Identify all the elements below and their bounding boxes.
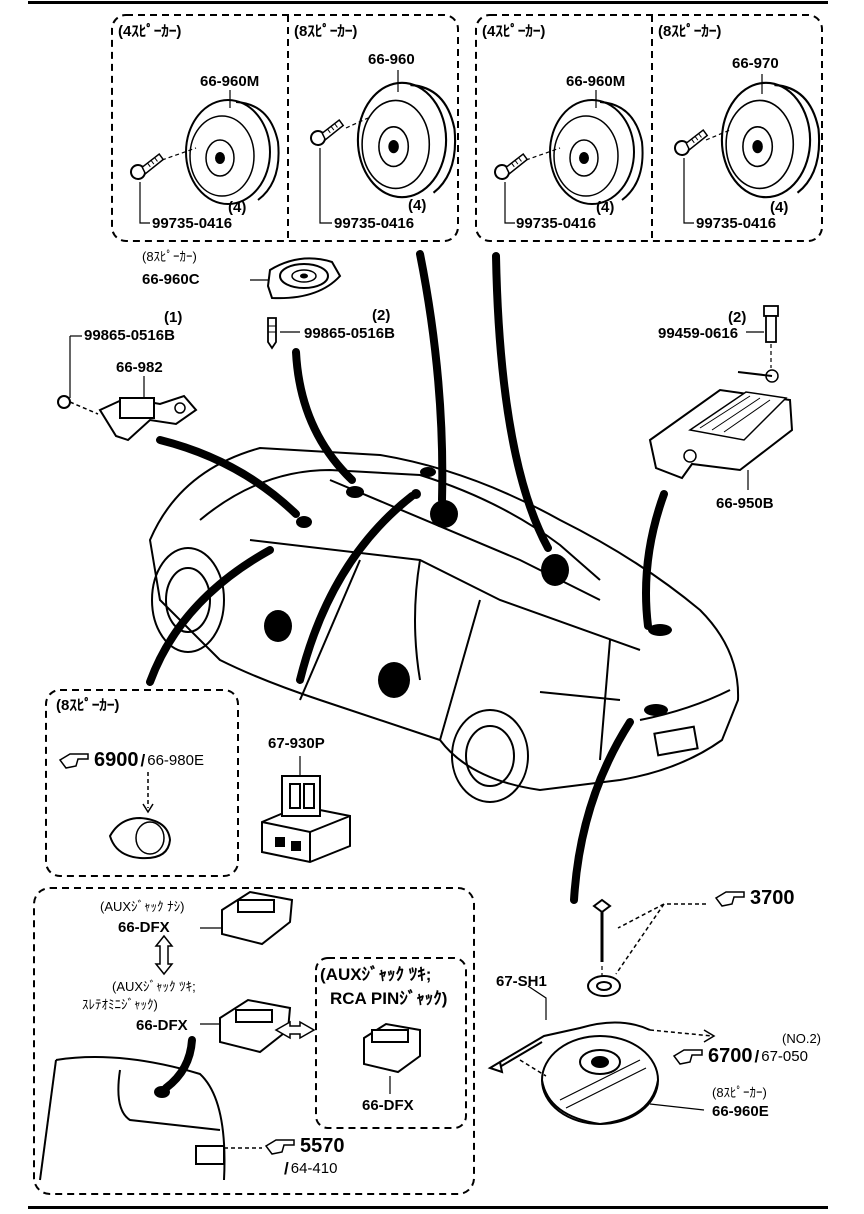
speaker-66-960 bbox=[356, 81, 457, 199]
group-label-8sp: (8ｽﾋﾟｰｶｰ) bbox=[712, 1085, 767, 1100]
ref-sep: / bbox=[284, 1159, 289, 1178]
part-number: 66-960E bbox=[712, 1103, 769, 1120]
ref-sub: 66-980E bbox=[147, 751, 204, 769]
part-number: 67-930P bbox=[268, 735, 325, 752]
part-number: 66-DFX bbox=[362, 1097, 414, 1114]
screw-icon bbox=[491, 152, 531, 182]
group-label-aux-rca: (AUXｼﾞｬｯｸ ﾂｷ; bbox=[320, 965, 432, 984]
quantity: (2) bbox=[372, 307, 391, 324]
group-label-aux-tsuki: (AUXｼﾞｬｯｸ ﾂｷ; bbox=[112, 979, 196, 994]
part-number: 99735-0416 bbox=[516, 215, 597, 232]
group-box-aux bbox=[33, 887, 475, 1195]
console-outline bbox=[39, 1056, 262, 1181]
group-label-4sp: (4ｽﾋﾟｰｶｰ) bbox=[482, 23, 546, 40]
quantity: (2) bbox=[728, 309, 747, 326]
bolt-icon bbox=[267, 317, 300, 350]
connector-67-930P bbox=[261, 756, 351, 864]
ref-sep: / bbox=[754, 1046, 760, 1066]
quantity: (4) bbox=[596, 199, 615, 216]
screw-icon bbox=[671, 128, 711, 158]
module-66-982 bbox=[57, 335, 198, 442]
top-rule bbox=[28, 1, 828, 4]
speaker-66-960M-right bbox=[549, 99, 644, 205]
tweeter-66-960C bbox=[250, 257, 342, 300]
part-number: 99865-0516B bbox=[304, 325, 395, 342]
group-box-top-left bbox=[111, 14, 459, 242]
quantity: (1) bbox=[164, 309, 183, 326]
group-label-4sp: (4ｽﾋﾟｰｶｰ) bbox=[118, 23, 182, 40]
part-number: 67-SH1 bbox=[496, 973, 547, 990]
ref-6900: 6900 / 66-980E bbox=[94, 750, 204, 770]
screw-icon bbox=[307, 118, 347, 148]
part-number: 66-960M bbox=[566, 73, 626, 90]
ref-5570: 5570 bbox=[300, 1136, 345, 1156]
sub-note: (NO.2) bbox=[782, 1031, 821, 1046]
group-box-top-right bbox=[475, 14, 823, 242]
bolt-icon bbox=[746, 305, 779, 368]
bolt-icon bbox=[592, 898, 612, 990]
subwoofer-66-960E bbox=[541, 1035, 705, 1126]
ref-sub: 67-050 bbox=[761, 1047, 808, 1065]
group-box-door-8sp bbox=[45, 689, 239, 877]
group-label-aux-rca: RCA PINｼﾞｬｯｸ) bbox=[330, 989, 448, 1008]
part-number: 66-960M bbox=[200, 73, 260, 90]
screw-icon bbox=[127, 152, 167, 182]
aux-jack-rca bbox=[363, 1022, 421, 1094]
pointing-hand-icon bbox=[58, 753, 89, 769]
quantity: (4) bbox=[408, 197, 427, 214]
ref-5570-sub: / 64-410 bbox=[282, 1160, 337, 1177]
part-number: 66-982 bbox=[116, 359, 163, 376]
double-arrow-icon bbox=[274, 1020, 316, 1040]
part-number: 66-DFX bbox=[136, 1017, 188, 1034]
quantity: (4) bbox=[770, 199, 789, 216]
part-number: 66-970 bbox=[732, 55, 779, 72]
group-label-8sp: (8ｽﾋﾟｰｶｰ) bbox=[658, 23, 722, 40]
group-label-aux-nashi: (AUXｼﾞｬｯｸ ﾅｼ) bbox=[100, 899, 185, 914]
group-label-8sp: (8ｽﾋﾟｰｶｰ) bbox=[56, 697, 120, 714]
leader-lines-top bbox=[139, 70, 763, 224]
speaker-66-960M-left bbox=[185, 99, 280, 205]
ref-sub: 64-410 bbox=[290, 1160, 338, 1177]
part-number: 66-DFX bbox=[118, 919, 170, 936]
part-number: 99735-0416 bbox=[696, 215, 777, 232]
pointing-hand-icon bbox=[264, 1139, 295, 1155]
speaker-66-970 bbox=[720, 81, 821, 199]
aux-jack-nashi bbox=[200, 890, 294, 946]
bottom-rule bbox=[28, 1206, 828, 1209]
part-number: 66-960C bbox=[142, 271, 200, 288]
part-number: 99459-0616 bbox=[658, 325, 739, 342]
ref-6700: 6700 / 67-050 bbox=[708, 1046, 808, 1066]
ref-main: 6900 bbox=[94, 749, 139, 771]
pointing-hand-icon bbox=[714, 891, 745, 907]
ref-main: 6700 bbox=[708, 1045, 753, 1067]
part-number: 66-960 bbox=[368, 51, 415, 68]
amplifier-66-950B bbox=[648, 369, 794, 490]
pointing-hand-icon bbox=[672, 1049, 703, 1065]
part-number: 99735-0416 bbox=[152, 215, 233, 232]
double-arrow-icon bbox=[154, 934, 174, 976]
washer-icon bbox=[587, 975, 621, 997]
harness-67-SH1 bbox=[487, 985, 716, 1077]
aux-jack-mini bbox=[200, 998, 292, 1054]
ref-sep: / bbox=[140, 750, 146, 770]
group-label-8sp: (8ｽﾋﾟｰｶｰ) bbox=[294, 23, 358, 40]
ref-main: 3700 bbox=[750, 887, 795, 909]
quantity: (4) bbox=[228, 199, 247, 216]
ref-main: 5570 bbox=[300, 1135, 345, 1157]
speaker-locations bbox=[264, 467, 672, 716]
group-label-8sp: (8ｽﾋﾟｰｶｰ) bbox=[142, 249, 197, 264]
part-number: 99865-0516B bbox=[84, 327, 175, 344]
ref-3700-leaders bbox=[615, 903, 706, 975]
part-number: 99735-0416 bbox=[334, 215, 415, 232]
ref-3700: 3700 bbox=[750, 888, 795, 908]
group-label-aux-tsuki: ｽﾚﾃｵﾐﾆｼﾞｬｯｸ) bbox=[82, 997, 158, 1012]
callout-strokes bbox=[146, 250, 668, 1092]
part-number: 66-950B bbox=[716, 495, 774, 512]
